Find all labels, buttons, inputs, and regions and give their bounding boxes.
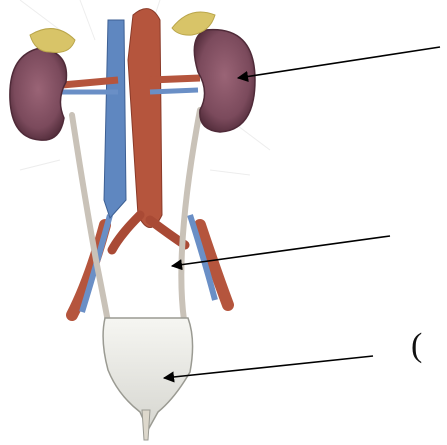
kidney-left (10, 29, 75, 141)
urethra (142, 410, 150, 440)
vena-cava (104, 20, 126, 218)
kidney-right (172, 12, 255, 132)
pointer-kidney (238, 47, 440, 78)
aorta (128, 9, 162, 228)
label-fragment: ( (411, 326, 422, 366)
pointer-bladder (164, 356, 373, 378)
